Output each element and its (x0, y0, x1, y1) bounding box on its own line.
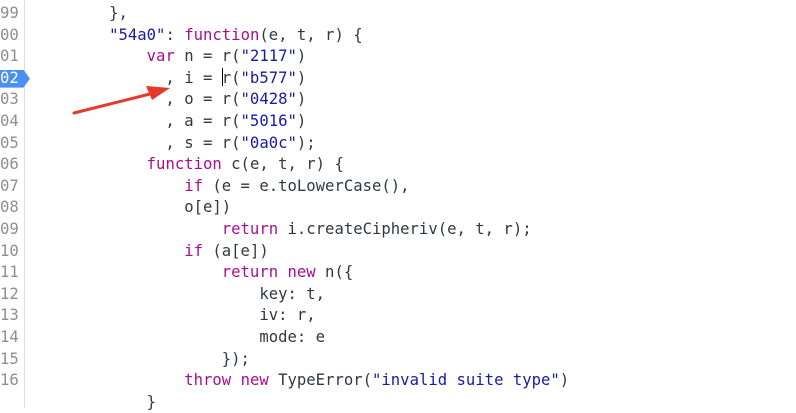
code-line: }); (34, 349, 250, 371)
code-keyword: return (221, 220, 279, 238)
code-token: c(e, t, r) { (221, 155, 344, 174)
code-token: ) (296, 47, 307, 66)
code-token: r( (221, 68, 241, 87)
code-line: , i = r("b577") (34, 67, 307, 90)
line-number[interactable]: 13 (0, 306, 19, 325)
code-line: iv: r, (34, 305, 316, 327)
code-token: (e = e.toLowerCase(), (203, 176, 410, 195)
line-number[interactable]: 16 (0, 371, 19, 390)
code-line: return i.createCipheriv(e, t, r); (34, 219, 532, 241)
code-token: n = r( (174, 47, 241, 66)
code-string: "0428" (240, 90, 297, 109)
code-keyword: if (184, 176, 203, 195)
code-string: "2117" (240, 47, 297, 66)
code-token: , s = r( (34, 133, 241, 152)
code-token: } (34, 392, 157, 411)
code-token: }); (34, 349, 250, 368)
code-line: throw new TypeError("invalid suite type"… (34, 370, 569, 392)
line-number[interactable] (0, 392, 20, 413)
line-number[interactable]: 11 (0, 263, 19, 282)
code-string: "0a0c" (240, 133, 297, 152)
code-token: n({ (315, 263, 354, 282)
code-token: }, (34, 4, 128, 22)
code-token: : (165, 25, 185, 44)
code-token: i.createCipheriv(e, t, r); (278, 220, 532, 238)
code-line: "54a0": function(e, t, r) { (34, 25, 363, 47)
code-string: "5016" (240, 112, 297, 130)
code-line: function c(e, t, r) { (34, 154, 344, 176)
code-token (34, 242, 184, 260)
code-line: , s = r("0a0c"); (34, 133, 316, 155)
code-token: o[e]) (34, 198, 232, 217)
line-number[interactable]: 07 (0, 176, 19, 195)
line-number[interactable]: 02 (0, 68, 19, 87)
code-line: if (a[e]) (34, 241, 269, 263)
line-number[interactable]: 12 (0, 284, 19, 303)
line-number[interactable]: 09 (0, 220, 19, 238)
line-number[interactable]: 15 (0, 349, 19, 368)
code-keyword: if (184, 241, 203, 260)
code-line: , a = r("5016") (34, 111, 306, 133)
code-token: ) (296, 112, 307, 130)
breakpoint-marker[interactable] (0, 69, 30, 88)
code-token: (a[e]) (203, 241, 269, 260)
code-token (34, 26, 109, 44)
code-string: "invalid suite type" (372, 371, 560, 390)
code-keyword: throw (184, 371, 232, 390)
code-token: , i = (34, 68, 222, 87)
code-token: mode: e (34, 328, 326, 346)
line-number[interactable]: 14 (0, 328, 19, 346)
code-line: mode: e (34, 327, 325, 349)
code-token: , o = r( (34, 90, 241, 109)
code-token (34, 47, 147, 65)
code-token (231, 371, 240, 389)
line-number-gutter (0, 0, 25, 408)
code-string: "54a0" (109, 25, 166, 44)
code-token (34, 263, 222, 281)
line-number[interactable]: 04 (0, 112, 19, 130)
code-line: return new n({ (34, 262, 353, 284)
code-line: var n = r("2117") (34, 46, 307, 68)
code-line: } (34, 392, 156, 413)
code-keyword: return (221, 263, 279, 282)
code-token: ); (296, 133, 316, 152)
code-token (34, 177, 184, 195)
code-token: iv: r, (34, 306, 316, 325)
code-token (278, 263, 287, 281)
code-token: , a = r( (34, 112, 241, 130)
code-line: key: t, (34, 284, 325, 306)
line-number[interactable]: 10 (0, 241, 19, 260)
code-line: , o = r("0428") (34, 89, 306, 111)
code-keyword: new (287, 263, 316, 282)
code-token: key: t, (34, 284, 326, 303)
line-number[interactable]: 08 (0, 198, 19, 217)
code-token: (e, t, r) { (259, 25, 363, 44)
code-token: ) (296, 68, 307, 87)
code-token (34, 371, 184, 389)
code-token (34, 220, 222, 238)
code-keyword: function (184, 25, 260, 44)
code-keyword: function (146, 155, 222, 174)
code-token: ) (559, 371, 570, 390)
line-number[interactable]: 99 (0, 4, 19, 22)
code-line: if (e = e.toLowerCase(), (34, 176, 410, 198)
code-line: o[e]) (34, 197, 231, 219)
code-keyword: var (146, 47, 175, 66)
code-token: ) (296, 90, 307, 109)
line-number[interactable]: 05 (0, 133, 19, 152)
code-keyword: new (240, 371, 269, 390)
text-caret (221, 67, 223, 86)
code-token (34, 155, 147, 173)
line-number[interactable]: 03 (0, 90, 19, 109)
line-number[interactable]: 01 (0, 47, 19, 66)
line-number[interactable]: 00 (0, 25, 19, 44)
line-number[interactable]: 06 (0, 155, 19, 174)
code-string: "b577" (240, 68, 297, 87)
code-token: TypeError( (268, 371, 373, 390)
code-line: }, (34, 3, 128, 25)
